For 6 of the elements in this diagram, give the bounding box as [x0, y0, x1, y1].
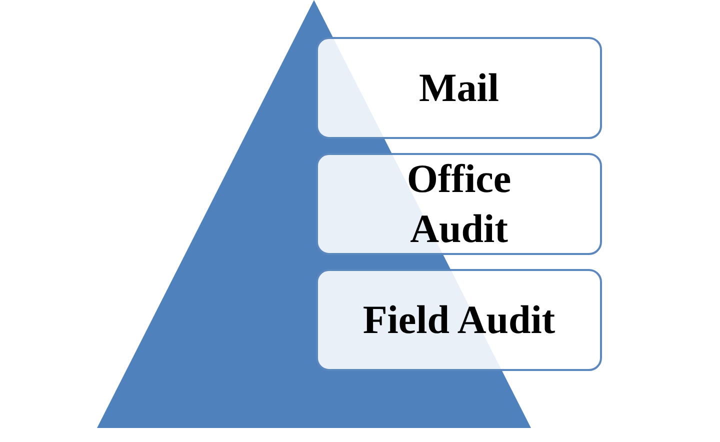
- tier-box: [316, 37, 602, 139]
- tier-label: Mail: [419, 64, 499, 112]
- tier-label: Office Audit: [406, 155, 512, 253]
- tier-box: [316, 269, 602, 371]
- tier-label: Field Audit: [362, 296, 556, 344]
- tier-box: [316, 153, 602, 255]
